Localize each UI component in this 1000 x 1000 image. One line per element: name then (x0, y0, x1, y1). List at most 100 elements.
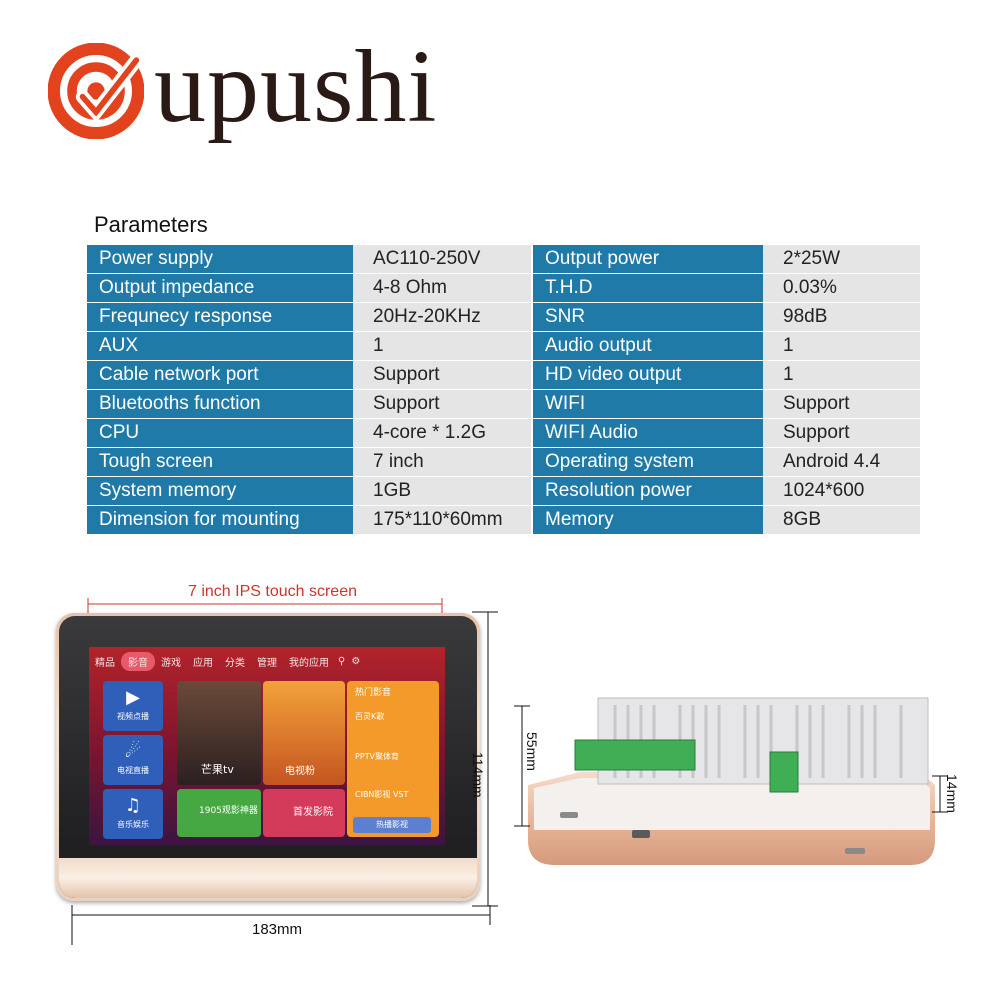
play-icon: ▶ (126, 687, 140, 708)
settings-icon[interactable]: ⚙ (351, 655, 361, 667)
tab-categories[interactable]: 分类 (225, 657, 245, 669)
film-1905-label: 1905观影神器 (199, 806, 258, 816)
tab-apps[interactable]: 应用 (193, 657, 213, 669)
height-label: 114mm (470, 752, 486, 798)
depth-label: 55mm (524, 732, 540, 771)
params-gap (531, 506, 533, 534)
params-gap (531, 332, 533, 360)
width-label: 183mm (252, 921, 303, 938)
params-label: HD video output (533, 361, 763, 389)
brand-name: upushi (154, 29, 438, 144)
params-label: WIFI (533, 390, 763, 418)
params-value: 1 (763, 332, 920, 360)
height-dimension-line (472, 611, 498, 907)
pptv-item[interactable]: PPTV聚体育 (355, 752, 400, 761)
width-dimension-line (71, 905, 491, 945)
params-value: Android 4.4 (763, 448, 920, 476)
params-value: 175*110*60mm (353, 506, 531, 534)
screen-size-label: 7 inch IPS touch screen (188, 583, 357, 600)
mango-tv-label: 芒果tv (201, 763, 234, 776)
params-value: 1GB (353, 477, 531, 505)
params-value: 8GB (763, 506, 920, 534)
search-icon[interactable]: ⚲ (338, 655, 346, 667)
params-label: Audio output (533, 332, 763, 360)
params-value: 4-8 Ohm (353, 274, 531, 302)
device-side-view (528, 697, 935, 865)
tab-manage[interactable]: 管理 (257, 657, 277, 669)
params-value: 7 inch (353, 448, 531, 476)
mango-tv-tile[interactable]: 芒果tv (177, 681, 261, 785)
params-label: Resolution power (533, 477, 763, 505)
params-gap (531, 390, 533, 418)
music-note-icon: ♫ (124, 795, 142, 816)
params-value: 1024*600 (763, 477, 920, 505)
thickness-dimension-line (932, 775, 948, 813)
params-gap (531, 361, 533, 389)
params-value: 2*25W (763, 245, 920, 273)
params-label: Tough screen (87, 448, 353, 476)
params-label: Frequnecy response (87, 303, 353, 331)
params-value: 1 (353, 332, 531, 360)
thickness-label: 14mm (944, 774, 960, 813)
film-1905-tile[interactable]: 1905观影神器 (177, 789, 261, 837)
premiere-cinema-label: 首发影院 (293, 807, 333, 818)
video-on-demand-tile[interactable]: ▶ 视频点播 (103, 681, 163, 731)
params-value: Support (353, 361, 531, 389)
tv-fan-tile[interactable]: 电视粉 (263, 681, 345, 785)
params-label: Dimension for mounting (87, 506, 353, 534)
params-gap (531, 419, 533, 447)
brand-mark-icon (48, 43, 144, 139)
params-value: Support (763, 390, 920, 418)
params-gap (531, 245, 533, 273)
params-label: Power supply (87, 245, 353, 273)
params-gap (531, 477, 533, 505)
params-gap (531, 274, 533, 302)
params-gap (531, 303, 533, 331)
params-label: T.H.D (533, 274, 763, 302)
params-label: Cable network port (87, 361, 353, 389)
params-value: Support (763, 419, 920, 447)
tv-live-tile[interactable]: ☄ 电视直播 (103, 735, 163, 785)
params-label: Operating system (533, 448, 763, 476)
params-value: 1 (763, 361, 920, 389)
tablet-screen: 精品 影音 游戏 应用 分类 管理 我的应用 ⚲ ⚙ ▶ 视频点播 ☄ 电视直播… (89, 647, 445, 845)
params-label: Output impedance (87, 274, 353, 302)
params-title: Parameters (94, 212, 208, 237)
params-label: System memory (87, 477, 353, 505)
params-label: Memory (533, 506, 763, 534)
music-tile[interactable]: ♫ 音乐娱乐 (103, 789, 163, 839)
premiere-cinema-tile[interactable]: 首发影院 (263, 789, 345, 837)
hot-media-panel: 热门影音 百灵K歌 PPTV聚体育 CIBN影视 VST 热播影视 (347, 681, 439, 837)
satellite-dish-icon: ☄ (124, 741, 142, 762)
params-value: 4-core * 1.2G (353, 419, 531, 447)
tv-fan-label: 电视粉 (285, 766, 315, 777)
params-value: 98dB (763, 303, 920, 331)
ktv-item[interactable]: 百灵K歌 (355, 712, 385, 721)
params-label: Bluetooths function (87, 390, 353, 418)
params-label: CPU (87, 419, 353, 447)
cibn-item[interactable]: CIBN影视 VST (355, 790, 409, 799)
tab-games[interactable]: 游戏 (161, 657, 181, 669)
screen-tab-bar: 精品 影音 游戏 应用 分类 管理 我的应用 ⚲ ⚙ (89, 647, 445, 675)
params-value: 20Hz-20KHz (353, 303, 531, 331)
brand-logo: upushi (48, 32, 528, 148)
hot-play-button[interactable]: 热播影视 (353, 817, 431, 833)
tab-media[interactable]: 影音 (121, 651, 155, 671)
params-value: Support (353, 390, 531, 418)
tab-featured[interactable]: 精品 (95, 657, 115, 669)
params-value: AC110-250V (353, 245, 531, 273)
tab-my-apps[interactable]: 我的应用 (289, 657, 329, 669)
params-label: Output power (533, 245, 763, 273)
params-value: 0.03% (763, 274, 920, 302)
